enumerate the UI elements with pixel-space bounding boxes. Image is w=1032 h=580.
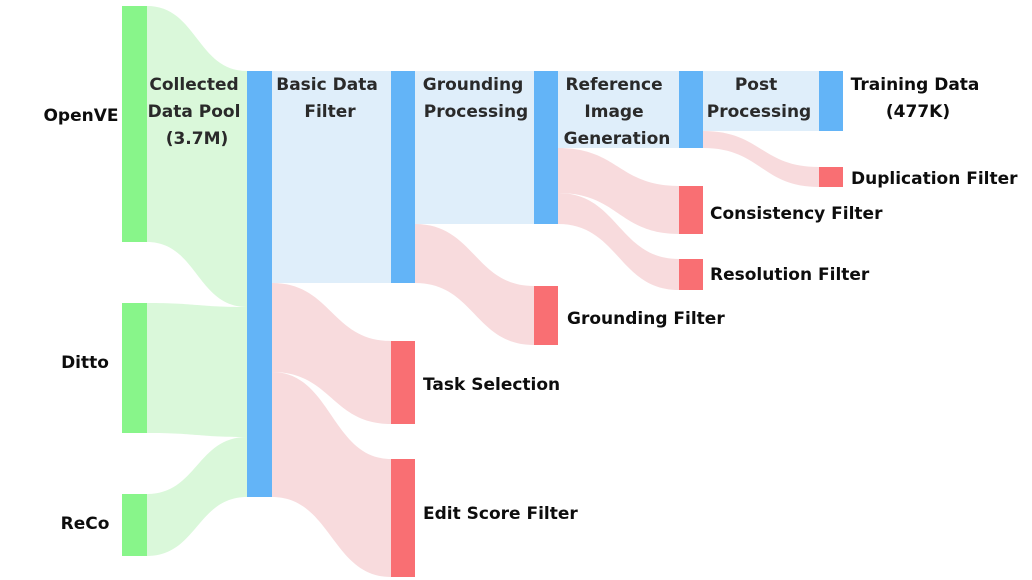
node-edit-score	[391, 459, 415, 577]
flow-basic-to-grounding	[272, 71, 391, 283]
node-basic-filter	[247, 71, 272, 497]
stage-label-pool: Collected Data Pool (3.7M)	[148, 75, 247, 149]
flow-openve-to-basic	[147, 6, 247, 307]
node-reco	[122, 494, 147, 556]
stage-label-grounding-processing: Grounding Processing	[423, 75, 529, 122]
node-duplication	[819, 167, 843, 187]
flow-reco-to-basic	[147, 437, 247, 556]
flow-post-to-training	[703, 71, 819, 131]
node-ditto	[122, 303, 147, 433]
node-openve	[122, 6, 147, 242]
flow-ditto-to-basic	[147, 303, 247, 437]
stage-label-training-data: Training Data (477K)	[851, 75, 986, 122]
filter-label-task-selection: Task Selection	[423, 375, 560, 395]
node-post-processing	[679, 71, 703, 148]
node-reference-generation	[534, 71, 558, 224]
filter-label-resolution: Resolution Filter	[710, 265, 870, 285]
node-task-selection	[391, 341, 415, 424]
node-training-data	[819, 71, 843, 131]
sankey-nodes	[122, 6, 843, 577]
stage-label-basic-filter: Basic Data Filter	[276, 75, 383, 122]
flow-basic-to-editscore	[272, 372, 391, 577]
node-consistency	[679, 186, 703, 234]
source-label-reco: ReCo	[61, 514, 110, 534]
flow-post-to-duplication	[703, 131, 819, 187]
source-label-openve: OpenVE	[43, 106, 118, 126]
filter-label-grounding: Grounding Filter	[567, 309, 725, 329]
flow-reference-to-resolution	[558, 193, 679, 290]
flow-reference-to-consistency	[558, 148, 679, 234]
sankey-flows	[147, 6, 819, 577]
flow-reference-to-post	[558, 71, 679, 148]
source-label-ditto: Ditto	[61, 353, 109, 373]
filter-label-edit-score: Edit Score Filter	[423, 504, 578, 524]
flow-basic-to-task	[272, 283, 391, 424]
flow-grounding-to-reference	[415, 71, 534, 224]
flow-grounding-to-gfilter	[415, 224, 534, 345]
sankey-labels: OpenVE Ditto ReCo Collected Data Pool (3…	[43, 75, 1018, 534]
node-grounding-processing	[391, 71, 415, 283]
stage-label-reference-generation: Reference Image Generation	[564, 75, 671, 149]
node-resolution	[679, 259, 703, 290]
node-grounding-filter	[534, 286, 558, 345]
stage-label-post-processing: Post Processing	[707, 75, 811, 122]
filter-label-duplication: Duplication Filter	[851, 169, 1018, 189]
filter-label-consistency: Consistency Filter	[710, 204, 883, 224]
